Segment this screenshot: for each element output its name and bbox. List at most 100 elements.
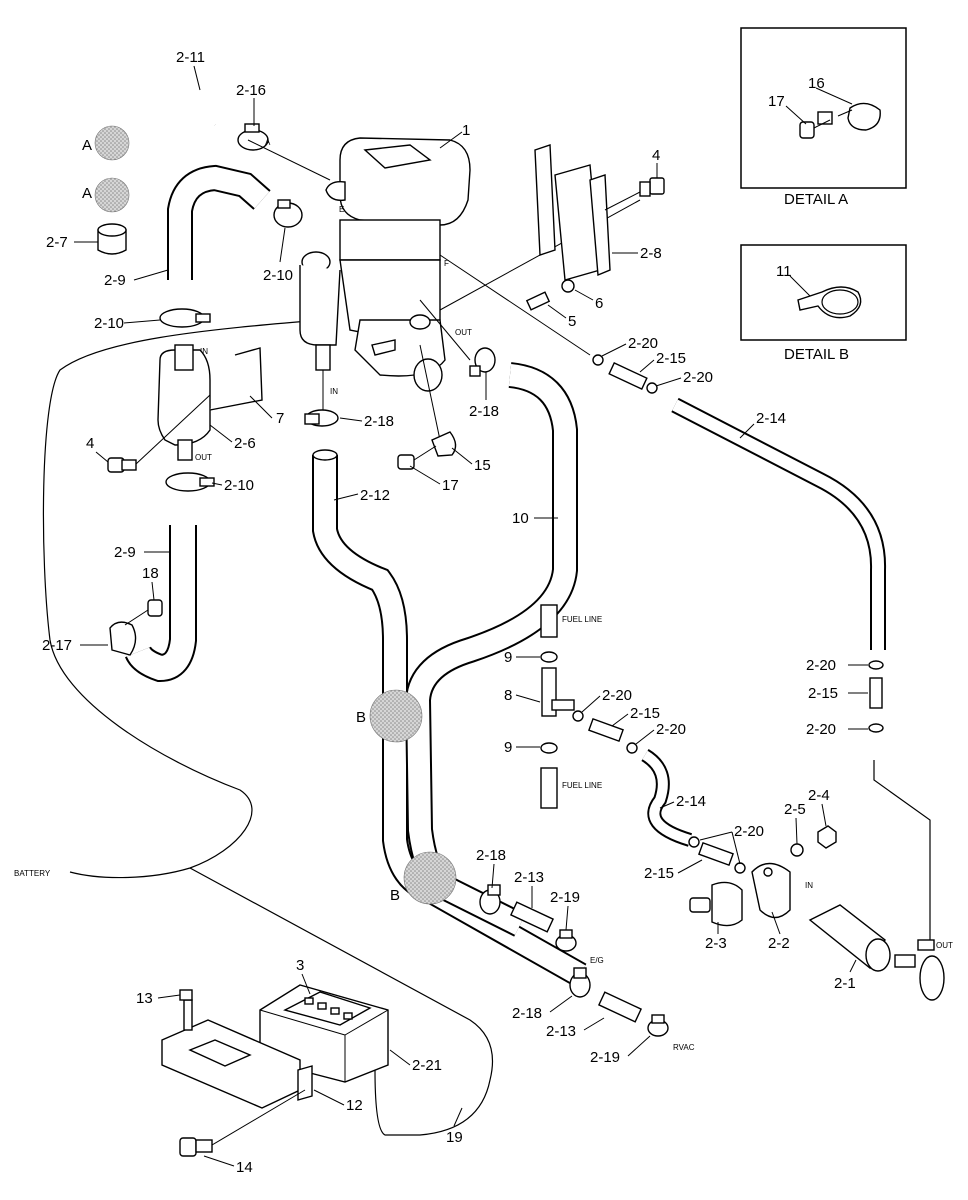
label-2-11: 2-11 [176, 49, 205, 66]
tube-2-15-right [869, 677, 883, 709]
hose-2-11 [98, 68, 224, 210]
label-2-7: 2-7 [46, 234, 68, 251]
label-rvac: RVAC [673, 1043, 695, 1052]
silencer-2-6 [157, 344, 263, 461]
mark-e: E [339, 205, 344, 214]
clamp-2-10-left [159, 308, 211, 328]
label-4-left: 4 [86, 435, 94, 452]
tube-2-15-upper [608, 362, 648, 390]
label-2-18-lower-b: 2-18 [512, 1005, 542, 1022]
bracket-2-8 [534, 144, 611, 281]
detail-a-label-16: 16 [808, 75, 825, 92]
bolt-5 [525, 291, 551, 311]
label-2-13-a: 2-13 [514, 869, 544, 886]
bolt-14 [179, 1089, 306, 1157]
label-2-9-lower: 2-9 [114, 544, 136, 561]
label-out-silencer: OUT [195, 453, 212, 462]
cap-2-7 [97, 223, 127, 255]
label-2-10-top: 2-10 [263, 267, 293, 284]
label-12: 12 [346, 1097, 363, 1114]
label-8: 8 [504, 687, 512, 704]
label-2-6: 2-6 [234, 435, 256, 452]
hose-2-14-center [641, 748, 693, 847]
label-3: 3 [296, 957, 304, 974]
fuel-line-assembly [540, 604, 575, 809]
detail-b-box: 11 [740, 244, 907, 341]
screw-18 [124, 599, 163, 626]
label-2-14-right: 2-14 [756, 410, 786, 427]
label-fuel-line-top: FUEL LINE [562, 615, 602, 624]
detail-a-title: DETAIL A [784, 191, 848, 208]
label-2-9-upper: 2-9 [104, 272, 126, 289]
label-13: 13 [136, 990, 153, 1007]
mark-a: A [265, 138, 271, 147]
detail-b-marker-1 [369, 689, 423, 743]
label-2-20-h: 2-20 [806, 721, 836, 738]
ring-2-20-b [646, 382, 658, 394]
label-2-17: 2-17 [42, 637, 72, 654]
label-15: 15 [474, 457, 491, 474]
ring-2-20-a [592, 354, 604, 366]
label-2-20-b: 2-20 [683, 369, 713, 386]
label-19: 19 [446, 1129, 463, 1146]
label-14: 14 [236, 1159, 253, 1176]
label-2-19-a: 2-19 [550, 889, 580, 906]
detail-a-label-17: 17 [768, 93, 785, 110]
label-in-top: IN [200, 347, 208, 356]
tube-2-13-b [597, 991, 643, 1023]
clamp-2-16 [237, 123, 269, 151]
label-2-15-b: 2-15 [630, 705, 660, 722]
label-2-13-b: 2-13 [546, 1023, 576, 1040]
detail-b-marker-2 [403, 851, 457, 905]
ring-2-20-h [868, 723, 884, 733]
callouts: 2-11 2-16 A A 2-7 2-9 2-10 2-10 1 4 2-8 … [42, 49, 868, 1176]
label-2-20-a: 2-20 [628, 335, 658, 352]
detail-a-marker-1 [94, 125, 130, 161]
label-2-14-center: 2-14 [676, 793, 706, 810]
detail-a-box: 16 17 [740, 27, 907, 189]
tube-2-15-center [588, 717, 624, 743]
washer-2-5 [790, 843, 804, 857]
ring-2-20-f [734, 862, 746, 874]
ring-2-20-g [868, 660, 884, 670]
label-7: 7 [276, 410, 284, 427]
label-2-4: 2-4 [808, 787, 830, 804]
label-2-18-out: 2-18 [469, 403, 499, 420]
hose-2-9-lower [125, 525, 197, 683]
label-battery: BATTERY [14, 869, 51, 878]
label-18: 18 [142, 565, 159, 582]
clamp-2-10-bottom [165, 472, 215, 492]
clamp-2-18-in [304, 409, 339, 427]
label-a-1: A [82, 137, 92, 154]
clip-2-17 [109, 621, 137, 656]
label-2-10-bottom: 2-10 [224, 477, 254, 494]
label-2-8: 2-8 [640, 245, 662, 262]
nut-2-4 [817, 825, 837, 849]
label-2-5: 2-5 [784, 801, 806, 818]
label-out-top: OUT [455, 328, 472, 337]
fuel-pump-2-1 [808, 904, 945, 1001]
label-eg: E/G [590, 956, 604, 965]
label-2-16: 2-16 [236, 82, 266, 99]
clamp-2-18-out [469, 347, 496, 377]
bracket-2-2 [751, 862, 791, 919]
label-in-heater: IN [330, 387, 338, 396]
label-1: 1 [462, 122, 470, 139]
label-2-21: 2-21 [412, 1057, 442, 1074]
label-4-top: 4 [652, 147, 660, 164]
label-2-20-d: 2-20 [656, 721, 686, 738]
label-2-15-a: 2-15 [656, 350, 686, 367]
damper-2-3 [689, 881, 743, 927]
label-5: 5 [568, 313, 576, 330]
label-2-1: 2-1 [834, 975, 856, 992]
label-2-12: 2-12 [360, 487, 390, 504]
clip-15-screw-17 [397, 431, 457, 470]
clamp-2-19-b [647, 1014, 669, 1037]
detail-b-title: DETAIL B [784, 346, 849, 363]
label-6: 6 [595, 295, 603, 312]
heater-unit-1 [299, 137, 471, 392]
label-2-15-c: 2-15 [644, 865, 674, 882]
tube-2-15-lower [698, 841, 734, 867]
wiring-harness [42, 319, 931, 1136]
